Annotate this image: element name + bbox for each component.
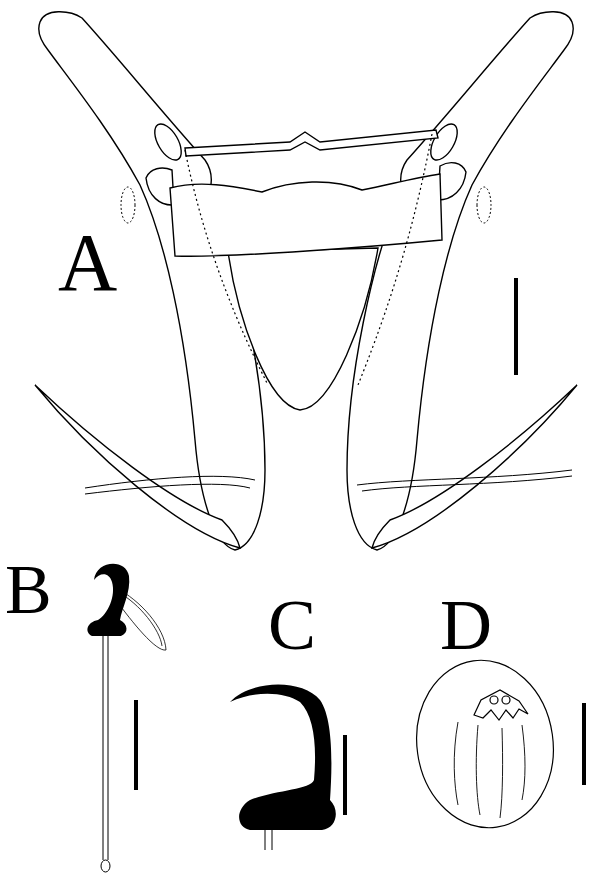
anchor-point — [35, 385, 240, 548]
hook-shaft — [265, 830, 272, 850]
filament — [85, 476, 255, 494]
shield — [228, 248, 378, 410]
anchor-point — [372, 385, 577, 548]
anchor-knob — [425, 120, 462, 165]
filament — [357, 470, 572, 491]
operculum-loop — [502, 696, 510, 704]
right-anchor — [347, 12, 577, 550]
egg-ridge — [454, 722, 525, 818]
left-anchor — [35, 12, 265, 550]
bar-side — [146, 168, 174, 205]
scale-bar — [582, 703, 586, 785]
bar-plate — [170, 174, 442, 256]
figure-b — [87, 564, 166, 872]
egg-outline — [406, 651, 564, 836]
dotted-line — [185, 134, 432, 385]
panel-letter: D — [440, 589, 492, 661]
figure-a — [35, 12, 577, 550]
panel-letter: B — [5, 555, 52, 625]
marginal-hook-enlarged — [230, 684, 336, 830]
bar-upper — [185, 130, 438, 156]
scale-bar — [343, 735, 347, 815]
anchor-knob-dotted — [477, 187, 491, 223]
hook-bulb — [101, 860, 110, 872]
operculum-loop — [490, 696, 498, 704]
panel-letter: C — [268, 589, 316, 661]
egg-operculum — [474, 690, 528, 720]
bar-side — [438, 163, 466, 200]
anchor-outline — [347, 12, 573, 550]
marginal-hook — [87, 564, 129, 636]
anchor-knob — [149, 120, 186, 165]
figure-c — [230, 684, 347, 850]
scale-bar — [134, 700, 138, 790]
scale-bar — [514, 278, 518, 375]
hook-shaft — [103, 634, 108, 860]
panel-letter: A — [58, 222, 117, 304]
anchor-outline — [39, 12, 265, 550]
figure-d — [406, 651, 586, 836]
anchor-knob-dotted — [121, 187, 135, 223]
ventral-bar — [146, 130, 466, 410]
